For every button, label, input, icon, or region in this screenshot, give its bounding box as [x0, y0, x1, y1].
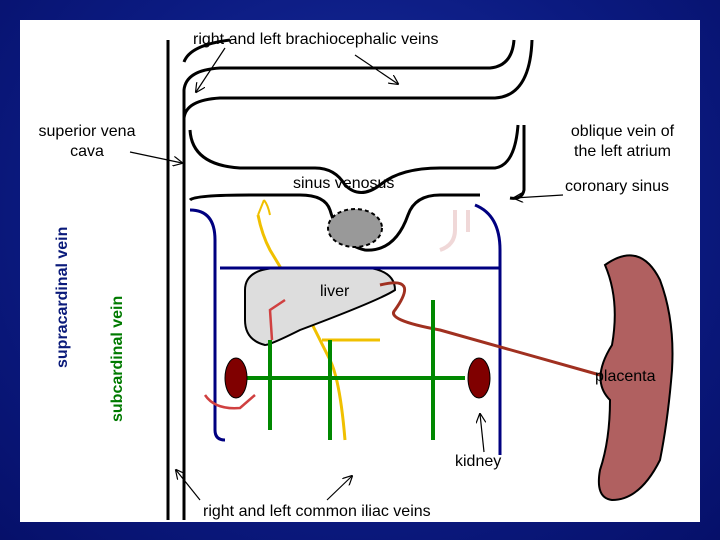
liver-shape: [244, 267, 397, 347]
svc-label-line2: cava: [70, 143, 104, 160]
placenta-label: placenta: [595, 368, 656, 385]
left-kidney: [467, 357, 491, 399]
vitelline-vein-top: [257, 199, 271, 216]
kidney-label: kidney: [455, 453, 502, 470]
supracardinal-vessels: [189, 203, 502, 455]
sinus-venosus-center: [327, 208, 383, 248]
liver-label: liver: [320, 283, 350, 300]
placenta-shape: [597, 254, 674, 502]
brachiocephalic-veins: [166, 38, 534, 520]
sinus-venosus-label: sinus venosus: [293, 175, 395, 192]
svc-label: superior vena cava: [32, 122, 142, 162]
red-small-vessel: [203, 298, 286, 410]
oblique-label-line1: oblique vein of: [570, 123, 675, 140]
oblique-label-line2: the left atrium: [574, 143, 671, 160]
supracardinal-label: supracardinal vein: [54, 226, 71, 368]
right-kidney: [224, 357, 248, 399]
coronary-sinus-vessel: [439, 210, 470, 252]
oblique-vein-label: oblique vein of the left atrium: [560, 122, 685, 162]
brachiocephalic-label: right and left brachiocephalic veins: [193, 31, 439, 48]
iliac-label: right and left common iliac veins: [203, 503, 431, 520]
svc-label-line1: superior vena: [38, 123, 136, 140]
coronary-sinus-label: coronary sinus: [565, 178, 670, 195]
subcardinal-vessels: [240, 300, 465, 440]
label-arrows: [129, 47, 564, 501]
subcardinal-label: subcardinal vein: [109, 295, 126, 422]
umbilical-vein: [379, 281, 601, 377]
